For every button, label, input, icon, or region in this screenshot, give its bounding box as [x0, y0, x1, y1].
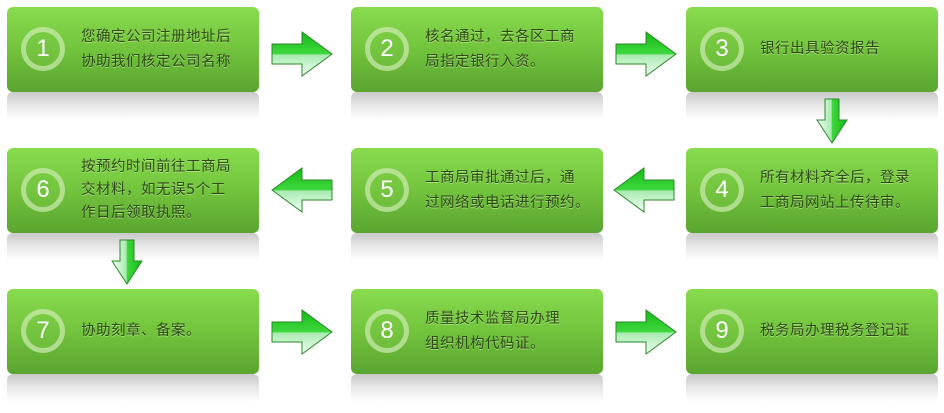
arrow-left-icon: [613, 167, 675, 213]
arrow-right-icon: [615, 309, 677, 355]
step-4-number-badge: 4: [700, 168, 744, 212]
step-3-number-badge: 3: [700, 27, 744, 71]
arrow-down-icon: [816, 98, 848, 144]
step-6-line-3: 作日后领取执照。: [81, 205, 201, 221]
step-8-box: 8 质量技术监督局办理 组织机构代码证。: [351, 289, 603, 374]
step-8-line-2: 组织机构代码证。: [425, 335, 545, 352]
step-2-reflection: [351, 92, 603, 120]
step-1-box: 1 您确定公司注册地址后 协助我们核定公司名称: [7, 7, 259, 92]
step-2-line-2: 局指定银行入资。: [425, 53, 545, 70]
step-3-text: 银行出具验资报告: [760, 7, 930, 92]
step-9-box: 9 税务局办理税务登记证: [686, 289, 938, 374]
step-3-line-1: 银行出具验资报告: [760, 41, 880, 57]
step-2-line-1: 核名通过，去各区工商: [425, 28, 575, 45]
step-2-number-badge: 2: [365, 27, 409, 71]
step-8-text: 质量技术监督局办理 组织机构代码证。: [425, 289, 595, 374]
step-5-box: 5 工商局审批通过后，通 过网络或电话进行预约。: [351, 148, 603, 233]
step-6-line-2: 交材料，如无误5个工: [81, 182, 226, 198]
step-5-reflection: [351, 233, 603, 261]
step-5-text: 工商局审批通过后，通 过网络或电话进行预约。: [425, 148, 595, 233]
arrow-right-icon: [271, 309, 333, 355]
step-3-box: 3 银行出具验资报告: [686, 7, 938, 92]
step-2-box: 2 核名通过，去各区工商 局指定银行入资。: [351, 7, 603, 92]
step-1-line-1: 您确定公司注册地址后: [81, 28, 231, 45]
step-6-box: 6 按预约时间前往工商局 交材料，如无误5个工 作日后领取执照。: [7, 148, 259, 233]
step-9-number-badge: 9: [700, 309, 744, 353]
step-5-line-2: 过网络或电话进行预约。: [425, 194, 590, 211]
step-4-line-1: 所有材料齐全后，登录: [760, 169, 910, 186]
step-2-text: 核名通过，去各区工商 局指定银行入资。: [425, 7, 595, 92]
step-7-number-badge: 7: [21, 309, 65, 353]
step-7-line-1: 协助刻章、备案。: [81, 323, 201, 339]
step-1-number-badge: 1: [21, 27, 65, 71]
step-1-reflection: [7, 92, 259, 120]
step-9-text: 税务局办理税务登记证: [760, 289, 930, 374]
step-7-reflection: [7, 374, 259, 402]
step-1-text: 您确定公司注册地址后 协助我们核定公司名称: [81, 7, 251, 92]
arrow-down-icon: [111, 239, 143, 285]
step-8-line-1: 质量技术监督局办理: [425, 310, 560, 327]
step-9-line-1: 税务局办理税务登记证: [760, 323, 910, 339]
step-4-text: 所有材料齐全后，登录 工商局网站上传待审。: [760, 148, 930, 233]
arrow-right-icon: [615, 31, 677, 77]
step-1-line-2: 协助我们核定公司名称: [81, 53, 231, 70]
step-7-box: 7 协助刻章、备案。: [7, 289, 259, 374]
step-6-text: 按预约时间前往工商局 交材料，如无误5个工 作日后领取执照。: [81, 148, 251, 233]
step-8-number-badge: 8: [365, 309, 409, 353]
arrow-left-icon: [271, 167, 333, 213]
step-4-line-2: 工商局网站上传待审。: [760, 194, 910, 211]
step-6-line-1: 按预约时间前往工商局: [81, 159, 231, 175]
step-3-reflection: [686, 92, 938, 120]
step-5-number-badge: 5: [365, 168, 409, 212]
step-4-reflection: [686, 233, 938, 261]
step-4-box: 4 所有材料齐全后，登录 工商局网站上传待审。: [686, 148, 938, 233]
step-6-number-badge: 6: [21, 168, 65, 212]
arrow-right-icon: [271, 31, 333, 77]
step-5-line-1: 工商局审批通过后，通: [425, 169, 575, 186]
step-7-text: 协助刻章、备案。: [81, 289, 251, 374]
step-9-reflection: [686, 374, 938, 402]
step-8-reflection: [351, 374, 603, 402]
